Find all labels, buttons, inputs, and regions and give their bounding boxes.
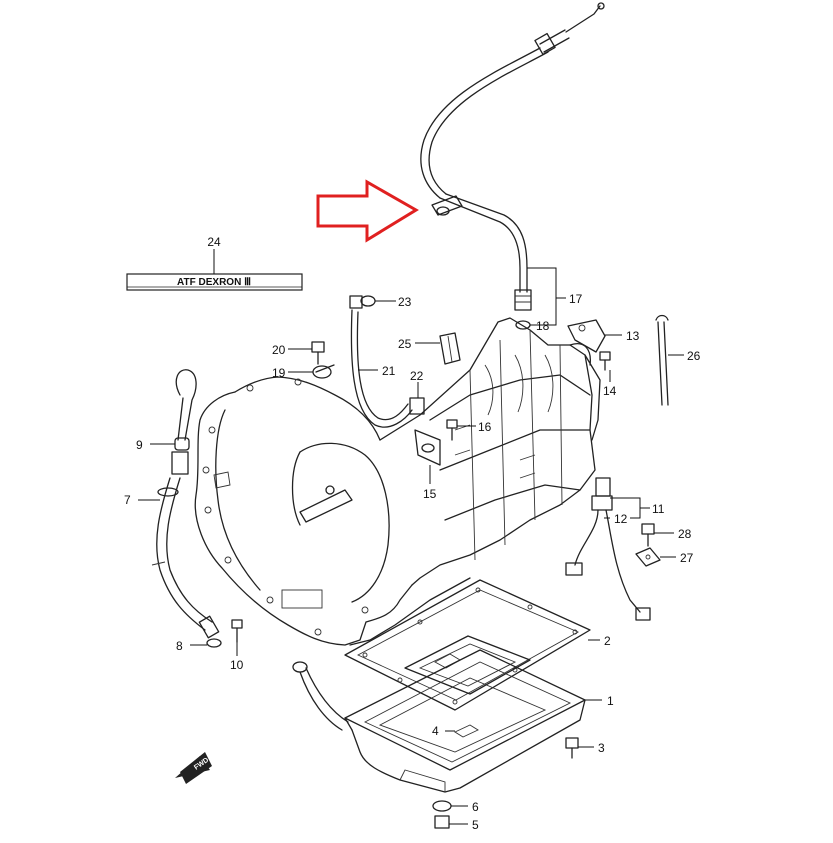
dipstick-tube <box>151 477 220 639</box>
callout-23: 23 <box>398 295 412 309</box>
bolt-20 <box>311 341 325 365</box>
callout-28: 28 <box>678 527 692 541</box>
callout-20: 20 <box>272 343 286 357</box>
callout-18: 18 <box>536 319 550 333</box>
vent-tube-26 <box>655 314 669 406</box>
callout-13: 13 <box>626 329 640 343</box>
clamp-19 <box>312 364 335 379</box>
callout-17: 17 <box>569 292 583 306</box>
callout-7: 7 <box>124 493 131 507</box>
callout-24: 24 <box>207 235 221 249</box>
pan-hose <box>292 661 349 731</box>
callout-25: 25 <box>398 337 412 351</box>
callout-labels: 1 2 3 4 5 6 7 8 9 10 11 12 13 14 15 16 1… <box>124 292 701 832</box>
callout-6: 6 <box>472 800 479 814</box>
throttle-cable <box>420 2 605 311</box>
callout-8: 8 <box>176 639 183 653</box>
plate-27 <box>635 547 661 567</box>
tube-o-ring <box>206 638 222 648</box>
callout-4: 4 <box>432 724 439 738</box>
callout-26: 26 <box>687 349 701 363</box>
callout-15: 15 <box>423 487 437 501</box>
callout-16: 16 <box>478 420 492 434</box>
callout-9: 9 <box>136 438 143 452</box>
callout-27: 27 <box>680 551 694 565</box>
callout-14: 14 <box>603 384 617 398</box>
callout-12: 12 <box>614 512 628 526</box>
oil-pan <box>344 649 586 793</box>
leader-lines <box>138 267 684 825</box>
tube-bolt <box>231 619 243 643</box>
pan-gasket <box>344 579 591 711</box>
speed-sensor <box>565 477 651 621</box>
atf-label-plate: ATF DEXRON Ⅲ 24 <box>126 235 303 291</box>
callout-19: 19 <box>272 366 286 380</box>
bracket-25 <box>439 332 461 365</box>
bracket-13 <box>567 319 606 353</box>
pan-bolt-3 <box>565 737 579 759</box>
callout-2: 2 <box>604 634 611 648</box>
callout-11: 11 <box>652 502 665 516</box>
transmission-case <box>194 317 601 646</box>
drain-gasket-6 <box>432 800 452 812</box>
callout-1: 1 <box>607 694 614 708</box>
breather-clamp <box>409 397 425 415</box>
highlight-arrow <box>316 179 419 243</box>
callout-5: 5 <box>472 818 479 832</box>
bracket-15 <box>414 429 441 466</box>
callout-3: 3 <box>598 741 605 755</box>
callout-10: 10 <box>230 658 244 672</box>
dipstick <box>171 369 197 475</box>
callout-21: 21 <box>382 364 396 378</box>
breather-hose <box>349 295 413 428</box>
bolt-28 <box>641 523 655 547</box>
label-plate-text: ATF DEXRON Ⅲ <box>177 277 251 288</box>
callout-22: 22 <box>410 369 424 383</box>
drain-plug-5 <box>434 815 450 829</box>
bolt-14 <box>599 351 611 371</box>
bolt-16 <box>446 419 458 441</box>
front-direction-marker: FWD <box>175 752 212 784</box>
